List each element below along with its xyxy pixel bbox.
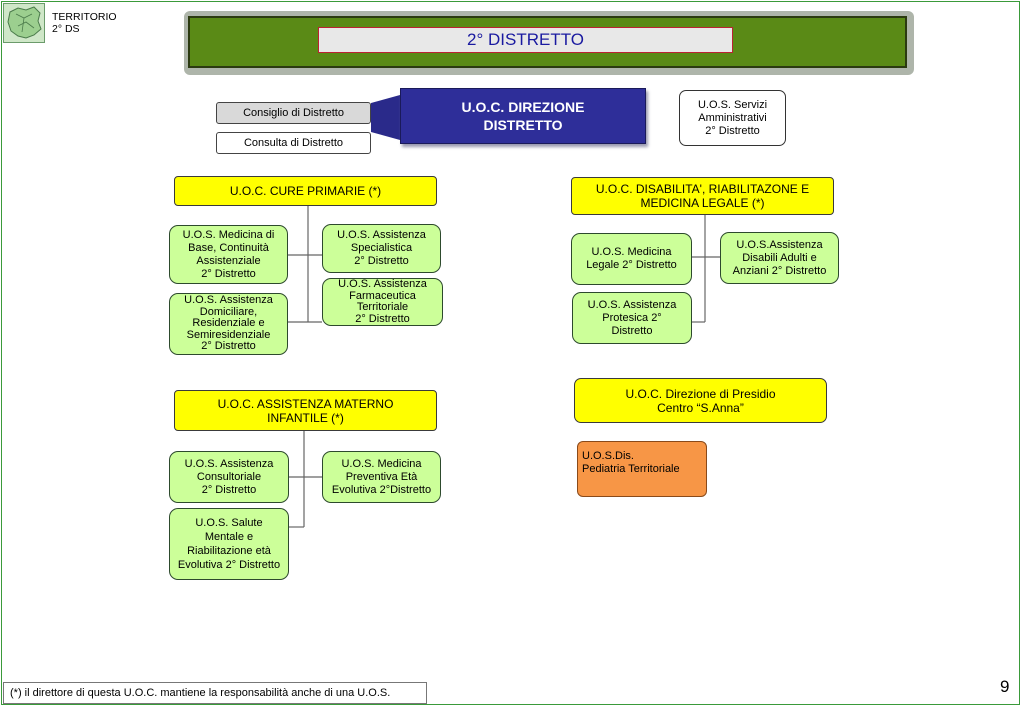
servizi-amministrativi-box: U.O.S. Servizi Amministrativi 2° Distret… xyxy=(679,90,786,146)
medicina-legale-box: U.O.S. Medicina Legale 2° Distretto xyxy=(571,233,692,285)
disabilita-box: U.O.C. DISABILITA', RIABILITAZONE E MEDI… xyxy=(571,177,834,215)
consultoriale-line1: U.O.S. Assistenza xyxy=(184,457,274,470)
salute-mentale-line3: Riabilitazione età xyxy=(187,545,271,557)
domiciliare-box: U.O.S. Assistenza Domiciliare, Residenzi… xyxy=(169,293,288,355)
farmaceutica-line2: Farmaceutica xyxy=(349,289,416,302)
disabili-line3: Anziani 2° Distretto xyxy=(732,264,827,277)
medicina-base-line1: U.O.S. Medicina di xyxy=(182,228,275,241)
protesica-box: U.O.S. Assistenza Protesica 2° Distretto xyxy=(572,292,692,344)
materno-line2: INFANTILE (*) xyxy=(267,410,344,425)
salute-mentale-line2: Mentale e xyxy=(204,531,254,543)
disabili-adulti-box: U.O.S.Assistenza Disabili Adulti e Anzia… xyxy=(720,232,839,284)
salute-mentale-line4: Evolutiva 2° Distretto xyxy=(177,559,281,571)
territory-map-logo xyxy=(3,3,45,43)
cure-primarie-box: U.O.C. CURE PRIMARIE (*) xyxy=(174,176,437,206)
domiciliare-line2: Domiciliare, xyxy=(199,305,258,318)
specialistica-line2: Specialistica xyxy=(350,242,413,254)
specialistica-line1: U.O.S. Assistenza xyxy=(337,229,426,241)
domiciliare-line3: Residenziale e xyxy=(192,317,265,330)
farmaceutica-line1: U.O.S. Assistenza xyxy=(338,278,427,290)
domiciliare-line4: Semiresidenziale xyxy=(186,328,271,341)
presidio-line2: Centro “S.Anna” xyxy=(657,400,744,415)
direzione-line2: DISTRETTO xyxy=(483,117,563,133)
specialistica-box: U.O.S. Assistenza Specialistica 2° Distr… xyxy=(322,224,441,273)
consultoriale-line3: 2° Distretto xyxy=(201,483,257,496)
farmaceutica-line4: 2° Distretto xyxy=(355,312,410,325)
medicina-legale-line1: U.O.S. Medicina xyxy=(591,246,672,258)
disabili-line2: Disabili Adulti e xyxy=(742,251,817,264)
farmaceutica-box: U.O.S. Assistenza Farmaceutica Territori… xyxy=(322,278,443,326)
footnote: (*) il direttore di questa U.O.C. mantie… xyxy=(3,682,427,704)
medicina-base-line4: 2° Distretto xyxy=(201,267,256,280)
protesica-line3: Distretto xyxy=(611,324,653,337)
medicina-legale-line2: Legale 2° Distretto xyxy=(586,259,677,271)
servizi-line1: U.O.S. Servizi xyxy=(697,98,768,111)
territory-label: TERRITORIO 2° DS xyxy=(52,11,117,35)
banner-title: 2° DISTRETTO xyxy=(318,27,733,53)
territory-line2: 2° DS xyxy=(52,23,80,35)
domiciliare-line1: U.O.S. Assistenza xyxy=(184,294,273,307)
materno-infantile-box: U.O.C. ASSISTENZA MATERNO INFANTILE (*) xyxy=(174,390,437,431)
consiglio-box: Consiglio di Distretto xyxy=(216,102,371,124)
consultoriale-box: U.O.S. Assistenza Consultoriale 2° Distr… xyxy=(169,451,289,503)
preventiva-line2: Preventiva Età xyxy=(345,470,418,483)
disabili-line1: U.O.S.Assistenza xyxy=(736,238,823,251)
banner xyxy=(188,16,907,68)
specialistica-line3: 2° Distretto xyxy=(354,255,409,267)
protesica-line2: Protesica 2° xyxy=(602,311,662,324)
direzione-distretto-box: U.O.C. DIREZIONE DISTRETTO xyxy=(400,88,646,144)
pediatria-line2: Pediatria Territoriale xyxy=(582,463,680,475)
disabilita-line2: MEDICINA LEGALE (*) xyxy=(640,196,765,210)
medicina-base-line3: Assistenziale xyxy=(196,254,261,267)
medicina-preventiva-box: U.O.S. Medicina Preventiva Età Evolutiva… xyxy=(322,451,441,503)
disabilita-line1: U.O.C. DISABILITA', RIABILITAZONE E xyxy=(595,182,810,196)
pediatria-box: U.O.S.Dis. Pediatria Territoriale xyxy=(577,441,707,497)
servizi-line2: Amministrativi xyxy=(698,111,767,124)
presidio-box: U.O.C. Direzione di Presidio Centro “S.A… xyxy=(574,378,827,423)
protesica-line1: U.O.S. Assistenza xyxy=(587,298,677,311)
page-number: 9 xyxy=(1000,677,1010,696)
medicina-base-box: U.O.S. Medicina di Base, Continuità Assi… xyxy=(169,225,288,284)
salute-mentale-line1: U.O.S. Salute xyxy=(195,517,263,529)
direzione-connector xyxy=(371,95,400,140)
preventiva-line1: U.O.S. Medicina xyxy=(341,457,422,470)
materno-line1: U.O.C. ASSISTENZA MATERNO xyxy=(217,396,394,411)
consultoriale-line2: Consultoriale xyxy=(196,470,262,483)
farmaceutica-line3: Territoriale xyxy=(356,301,409,313)
pediatria-line1: U.O.S.Dis. xyxy=(582,450,634,462)
salute-mentale-box: U.O.S. Salute Mentale e Riabilitazione e… xyxy=(169,508,289,580)
territory-line1: TERRITORIO xyxy=(52,11,117,23)
presidio-line1: U.O.C. Direzione di Presidio xyxy=(625,386,776,401)
direzione-line1: U.O.C. DIREZIONE xyxy=(461,99,585,115)
domiciliare-line5: 2° Distretto xyxy=(201,340,256,353)
medicina-base-line2: Base, Continuità xyxy=(188,241,269,254)
consulta-box: Consulta di Distretto xyxy=(216,132,371,154)
map-icon xyxy=(7,6,42,39)
servizi-line3: 2° Distretto xyxy=(705,124,760,137)
preventiva-line3: Evolutiva 2°Distretto xyxy=(331,483,432,496)
